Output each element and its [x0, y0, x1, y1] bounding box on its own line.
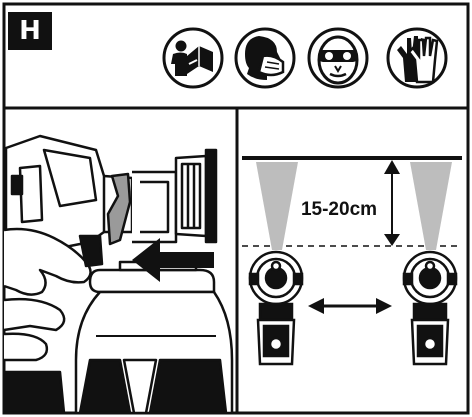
respirator-mask-icon — [234, 27, 296, 89]
read-manual-icon — [162, 27, 224, 89]
distance-arrow — [384, 160, 400, 246]
spray-cone-right — [410, 162, 452, 250]
spray-gun-front-right — [402, 250, 458, 366]
spray-gun-front-left — [248, 250, 304, 366]
sweep-direction-arrow — [308, 298, 392, 314]
spray-cone-left — [256, 162, 298, 250]
spray-distance-label: 15-20cm — [300, 199, 378, 220]
step-label: H — [8, 12, 52, 50]
spray-gun-illustration — [3, 134, 234, 415]
protective-gloves-icon — [386, 27, 448, 89]
safety-goggles-icon — [307, 27, 369, 89]
spray-distance-diagram — [242, 156, 462, 366]
